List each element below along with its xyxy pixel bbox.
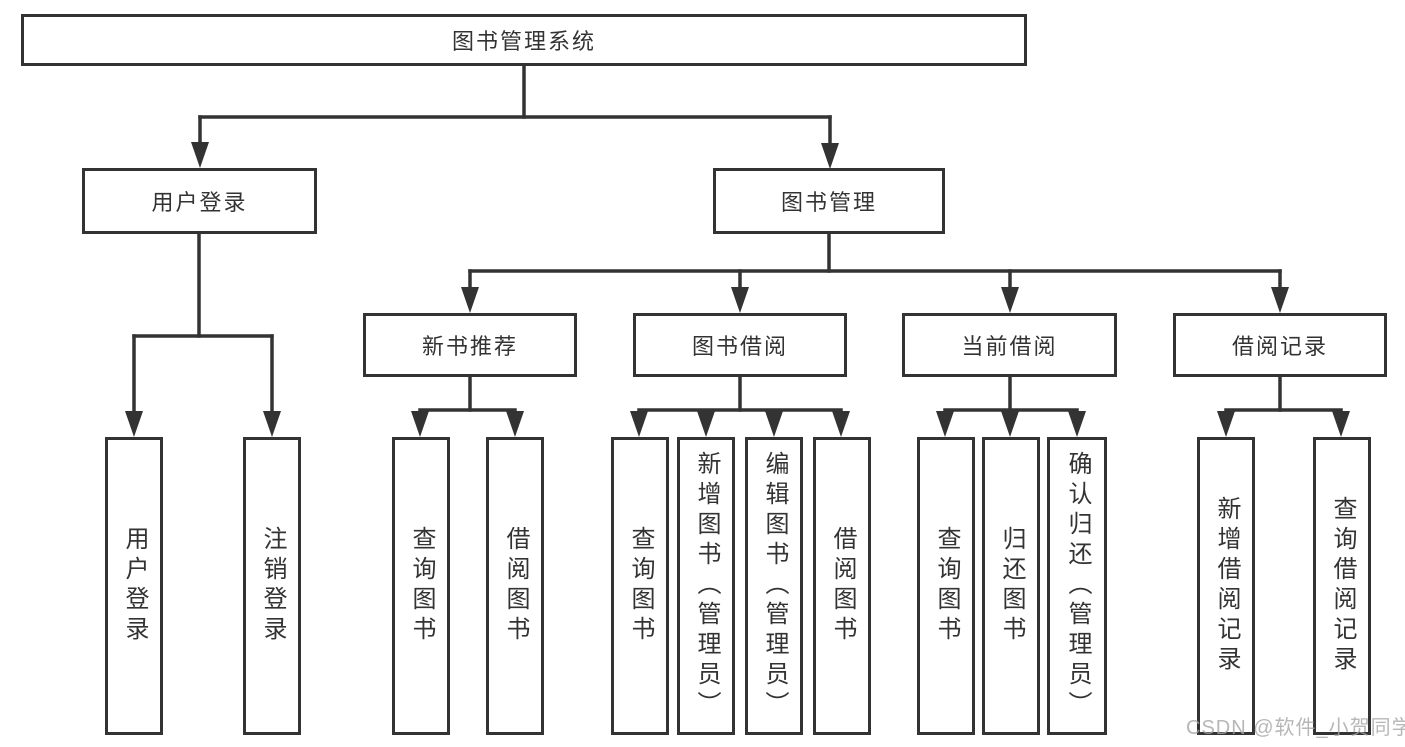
leaf-query-books-3: 查询图书 [917, 437, 975, 735]
node-label: 确认归还（管理员） [1064, 451, 1091, 721]
leaf-add-books-admin: 新增图书（管理员） [677, 437, 735, 735]
leaf-query-books-1: 查询图书 [392, 437, 450, 735]
node-label: 新书推荐 [421, 334, 518, 359]
node-current-borrow: 当前借阅 [902, 313, 1117, 377]
node-label: 借阅图书 [829, 526, 856, 646]
node-label: 注销登录 [259, 526, 286, 646]
node-label: 用户登录 [121, 526, 148, 646]
node-book-management: 图书管理 [713, 168, 945, 234]
node-label: 当前借阅 [961, 334, 1058, 359]
node-label: 新增图书（管理员） [693, 451, 720, 721]
leaf-add-borrow-record: 新增借阅记录 [1197, 437, 1255, 735]
node-label: 借阅图书 [502, 526, 529, 646]
node-label: 图书管理系统 [451, 29, 596, 54]
node-borrow-records: 借阅记录 [1173, 313, 1387, 377]
node-user-login-group: 用户登录 [82, 168, 317, 234]
leaf-query-borrow-record: 查询借阅记录 [1313, 437, 1371, 735]
leaf-borrow-books-2: 借阅图书 [813, 437, 871, 735]
node-label: 新增借阅记录 [1213, 496, 1240, 676]
node-book-management-system: 图书管理系统 [21, 14, 1027, 66]
leaf-return-books: 归还图书 [982, 437, 1040, 735]
node-label: 图书管理 [780, 190, 877, 215]
node-label: 查询图书 [627, 526, 654, 646]
leaf-borrow-books-1: 借阅图书 [486, 437, 544, 735]
node-label: 查询图书 [933, 526, 960, 646]
node-book-borrow: 图书借阅 [633, 313, 847, 377]
leaf-confirm-return-admin: 确认归还（管理员） [1047, 437, 1107, 735]
leaf-logout: 注销登录 [243, 437, 301, 735]
leaf-query-books-2: 查询图书 [611, 437, 669, 735]
leaf-edit-books-admin: 编辑图书（管理员） [745, 437, 803, 735]
node-label: 图书借阅 [691, 334, 788, 359]
node-label: 编辑图书（管理员） [761, 451, 788, 721]
node-new-book-recommend: 新书推荐 [363, 313, 577, 377]
node-label: 查询借阅记录 [1329, 496, 1356, 676]
node-label: 借阅记录 [1231, 334, 1328, 359]
node-label: 归还图书 [998, 526, 1025, 646]
node-label: 用户登录 [151, 190, 248, 215]
leaf-user-login: 用户登录 [105, 437, 163, 735]
watermark: CSDN @软件_小贺同学 [1186, 717, 1405, 739]
node-label: 查询图书 [408, 526, 435, 646]
